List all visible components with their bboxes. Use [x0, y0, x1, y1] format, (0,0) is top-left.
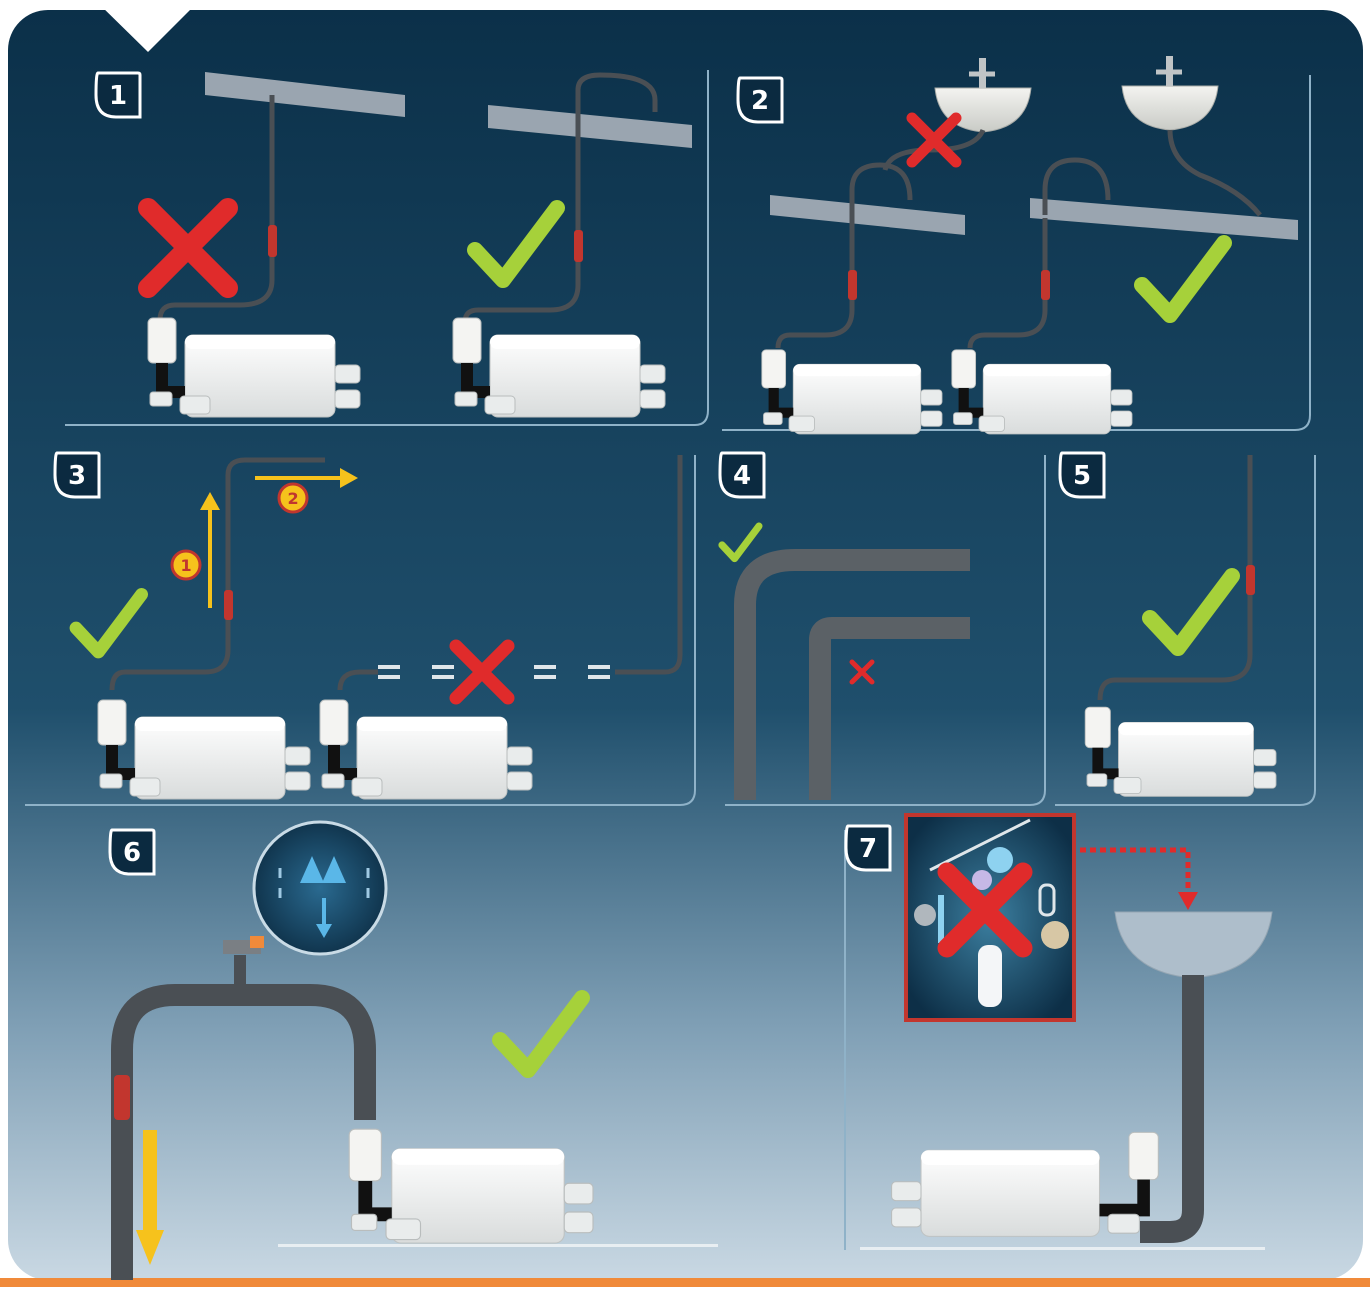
- panel-4: 4: [718, 451, 970, 800]
- ceiling-beam: [770, 195, 965, 235]
- discharge-pipe: [967, 129, 1262, 349]
- panel-5: 5: [1058, 451, 1276, 796]
- panel-6: 6: [108, 820, 718, 1280]
- long-horizontal-pipe: [337, 455, 683, 691]
- panel-4-number: 4: [733, 461, 751, 491]
- ceiling-beam: [205, 72, 405, 117]
- check-valve: [114, 1075, 130, 1120]
- check-valve: [224, 590, 233, 620]
- top-notch: [95, 0, 200, 52]
- guide-background: [8, 10, 1363, 1280]
- step-marker-2-label: 2: [287, 489, 298, 508]
- ceiling-beam: [1030, 198, 1298, 240]
- step-marker-1: 1: [170, 549, 202, 581]
- discharge-pipe: [157, 95, 275, 321]
- sharp-bend-pipe: [809, 617, 970, 800]
- discharge-pipe: [1097, 455, 1253, 701]
- arrow-icon: [136, 1230, 164, 1265]
- panel-1-badge: 1: [94, 71, 142, 119]
- check-valve: [574, 230, 583, 262]
- vent-valve-icon: [252, 820, 388, 956]
- floor-line: [278, 1244, 718, 1247]
- step-marker-2: 2: [277, 482, 309, 514]
- panel-2-number: 2: [751, 86, 769, 116]
- panel-6-badge: 6: [108, 828, 156, 876]
- panel-1-number: 1: [109, 81, 127, 111]
- panel-5-badge: 5: [1058, 451, 1106, 499]
- panel-2: 2: [736, 56, 1298, 434]
- bottom-strip: [0, 1278, 1370, 1287]
- panel-3-number: 3: [68, 461, 86, 491]
- smooth-bend-pipe: [734, 549, 970, 800]
- check-valve: [848, 270, 857, 300]
- check-valve: [1041, 270, 1050, 300]
- discharge-pipe: [462, 72, 658, 323]
- panel-3-badge: 3: [53, 451, 101, 499]
- panel-2-badge: 2: [736, 76, 784, 124]
- panel-4-badge: 4: [718, 451, 766, 499]
- arrow-icon: [200, 492, 220, 510]
- vent-valve-tip: [250, 936, 264, 948]
- panel-3: 3 1 2: [53, 451, 683, 799]
- panel-6-number: 6: [123, 838, 141, 868]
- check-valve: [268, 225, 277, 257]
- discharge-pipe: [109, 457, 325, 691]
- step-marker-1-label: 1: [180, 556, 191, 575]
- arrow-icon: [1178, 892, 1198, 910]
- panel-1: 1: [94, 71, 692, 417]
- floor-line: [860, 1247, 1265, 1250]
- panel-5-number: 5: [1073, 461, 1091, 491]
- ceiling-beam: [488, 105, 692, 148]
- broken-pipe-dashes: [378, 665, 610, 679]
- panel-7-badge: 7: [844, 824, 892, 872]
- check-valve: [1246, 565, 1255, 595]
- panel-frames: [25, 70, 1316, 1250]
- arrow-icon: [340, 468, 358, 488]
- panel-7: 7: [844, 813, 1273, 1250]
- panel-7-number: 7: [859, 834, 877, 864]
- discharge-pipe: [1140, 975, 1204, 1243]
- debris-path: [1080, 847, 1191, 895]
